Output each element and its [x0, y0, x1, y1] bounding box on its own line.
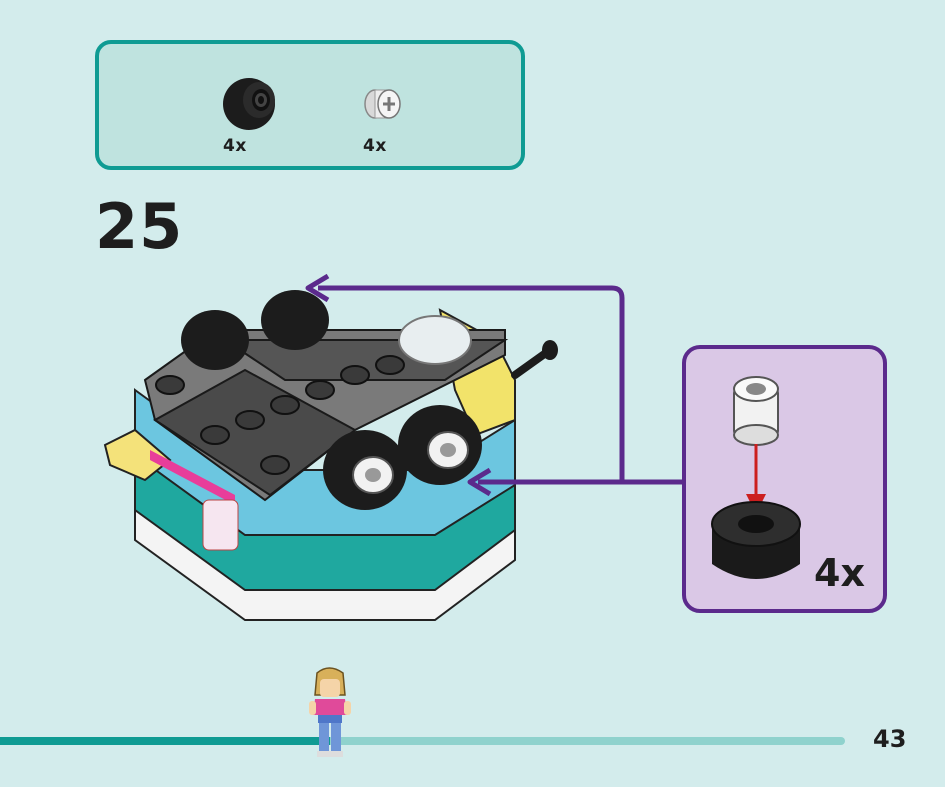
progress-bar: [0, 737, 845, 745]
callout-quantity: 4x: [814, 551, 865, 595]
tire-icon: [223, 78, 275, 130]
parts-list-panel: 4x 4x: [95, 40, 525, 170]
subassembly-callout: 4x: [682, 345, 887, 613]
progress-fill: [0, 737, 330, 745]
parts-item-rim: 4x: [359, 74, 469, 156]
rim-into-tire-diagram: [711, 376, 801, 579]
step-number: 25: [95, 190, 184, 263]
arrow-to-rear-wheel: [318, 285, 682, 485]
rim-icon: [733, 376, 779, 446]
minifigure-icon: [309, 667, 351, 757]
tire-icon: [711, 501, 801, 579]
model-illustration: [103, 290, 558, 621]
page-number: 43: [873, 725, 907, 753]
parts-item-tire: 4x: [219, 74, 329, 156]
rim-quantity: 4x: [363, 136, 387, 156]
tire-quantity: 4x: [223, 136, 247, 156]
rim-icon: [364, 89, 401, 119]
